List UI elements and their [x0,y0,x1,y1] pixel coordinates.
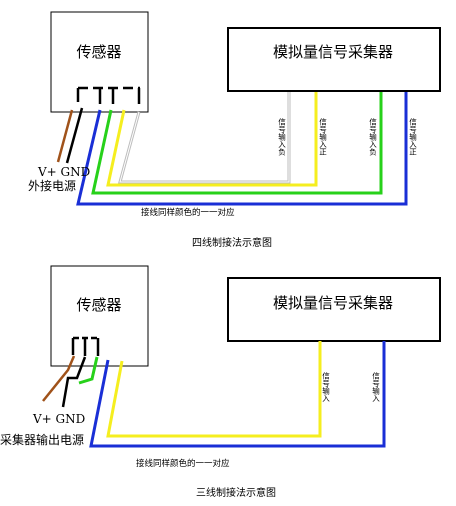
collector-label: 模拟量信号采集器 [273,43,393,61]
power-source-label: 外接电源 [28,178,76,193]
signal-label-2: 信号输入正 [318,117,327,156]
power-pin-labels: V+ GND [32,412,85,426]
diagram-caption: 四线制接法示意图 [192,236,272,249]
power-pin-labels: V+ GND [37,165,90,179]
brown-wire [56,109,74,163]
collector-box [227,277,441,342]
three-wire-diagram: 传感器 模拟量信号采集器 信号输入 信号输入 V+ GND 采集器输出电源 接线… [0,265,441,499]
four-wire-diagram: 传感器 模拟量信号采集器 信号输入负 信号输入正 信号输入负 信号输入正 V+ … [28,11,441,249]
collector-label: 模拟量信号采集器 [273,294,393,312]
blue-wire [89,341,386,448]
signal-label-4: 信号输入正 [408,117,417,156]
signal-label-1: 信号输入负 [277,117,286,157]
wiring-note: 接线同样颜色的一一对应 [136,458,230,469]
green-wire [91,92,383,195]
sensor-terminals [71,336,100,356]
sensor-label: 传感器 [76,43,121,61]
wiring-note: 接线同样颜色的一一对应 [141,207,235,218]
signal-label-2: 信号输入 [371,371,380,403]
sensor-terminals [76,86,141,104]
diagram-caption: 三线制接法示意图 [196,486,276,499]
brown-wire [42,355,76,402]
sensor-label: 传感器 [76,296,121,314]
power-source-label: 采集器输出电源 [0,432,84,447]
yellow-wire [106,92,318,187]
yellow-wire [106,341,322,438]
collector-box [227,27,441,92]
black-wire [65,107,84,164]
signal-label-3: 信号输入负 [368,117,377,157]
sensor-box [50,265,149,367]
black-wire [61,356,87,408]
blue-wire [76,92,408,206]
green-wire [78,356,99,385]
signal-label-1: 信号输入 [321,371,330,403]
white-wire-core [119,92,290,183]
